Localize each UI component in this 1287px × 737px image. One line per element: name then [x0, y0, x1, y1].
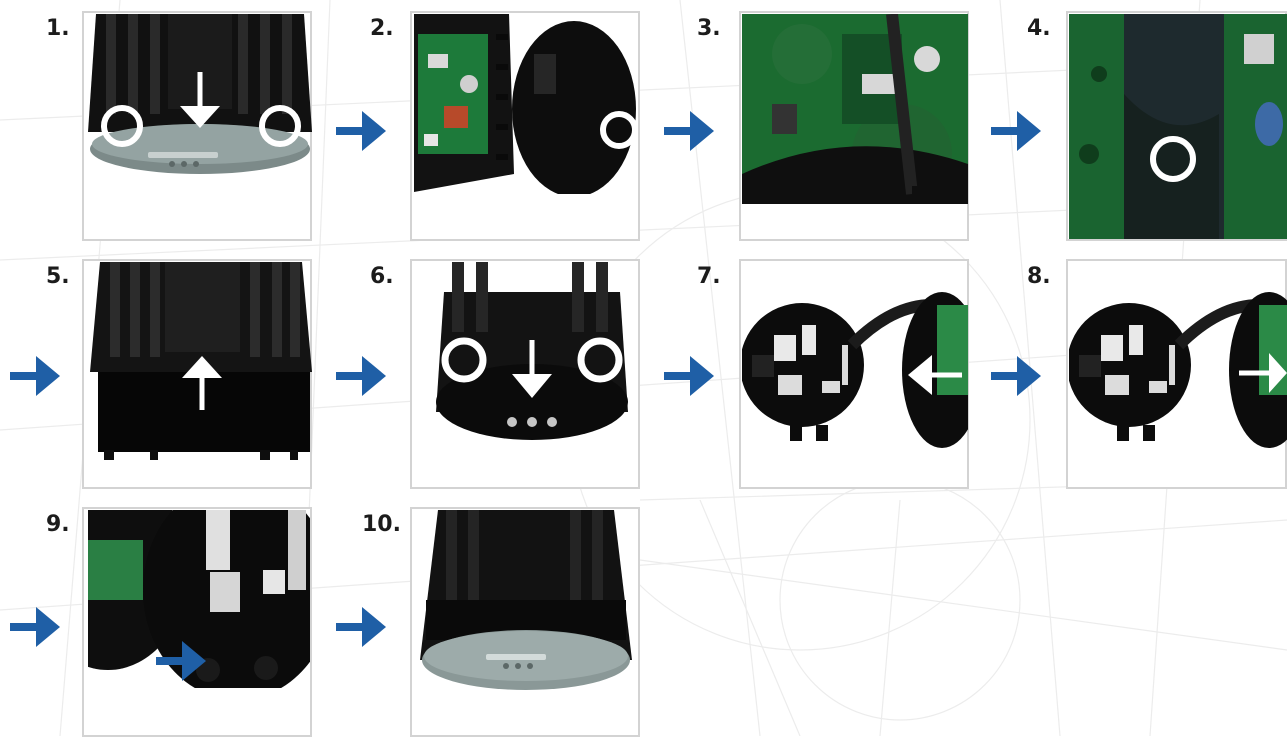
arrow-right-icon — [336, 107, 388, 155]
arrow-right-icon — [336, 352, 388, 400]
step-number-9: 9. — [46, 514, 70, 536]
step-5-photo — [90, 262, 312, 472]
arrow-right-icon — [991, 107, 1043, 155]
step-10-photo — [420, 510, 632, 700]
step-7-photo — [742, 285, 968, 450]
step-number-7: 7. — [697, 266, 721, 288]
step-number-6: 6. — [370, 266, 394, 288]
step-4-photo — [1069, 14, 1287, 239]
step-number-5: 5. — [46, 266, 70, 288]
step-8-photo — [1069, 285, 1287, 450]
step-number-3: 3. — [697, 18, 721, 40]
step-number-1: 1. — [46, 18, 70, 40]
arrow-right-icon — [664, 107, 716, 155]
arrow-right-icon — [156, 637, 208, 685]
step-6-photo — [432, 262, 632, 442]
step-1-photo — [88, 14, 312, 174]
step-number-2: 2. — [370, 18, 394, 40]
arrow-right-icon — [336, 603, 388, 651]
step-number-8: 8. — [1027, 266, 1051, 288]
step-number-10: 10. — [362, 514, 401, 536]
arrow-right-icon — [664, 352, 716, 400]
step-number-4: 4. — [1027, 18, 1051, 40]
arrow-right-icon — [991, 352, 1043, 400]
step-3-photo — [742, 14, 968, 204]
arrow-right-icon — [10, 603, 62, 651]
arrow-right-icon — [10, 352, 62, 400]
step-2-photo — [414, 14, 636, 194]
